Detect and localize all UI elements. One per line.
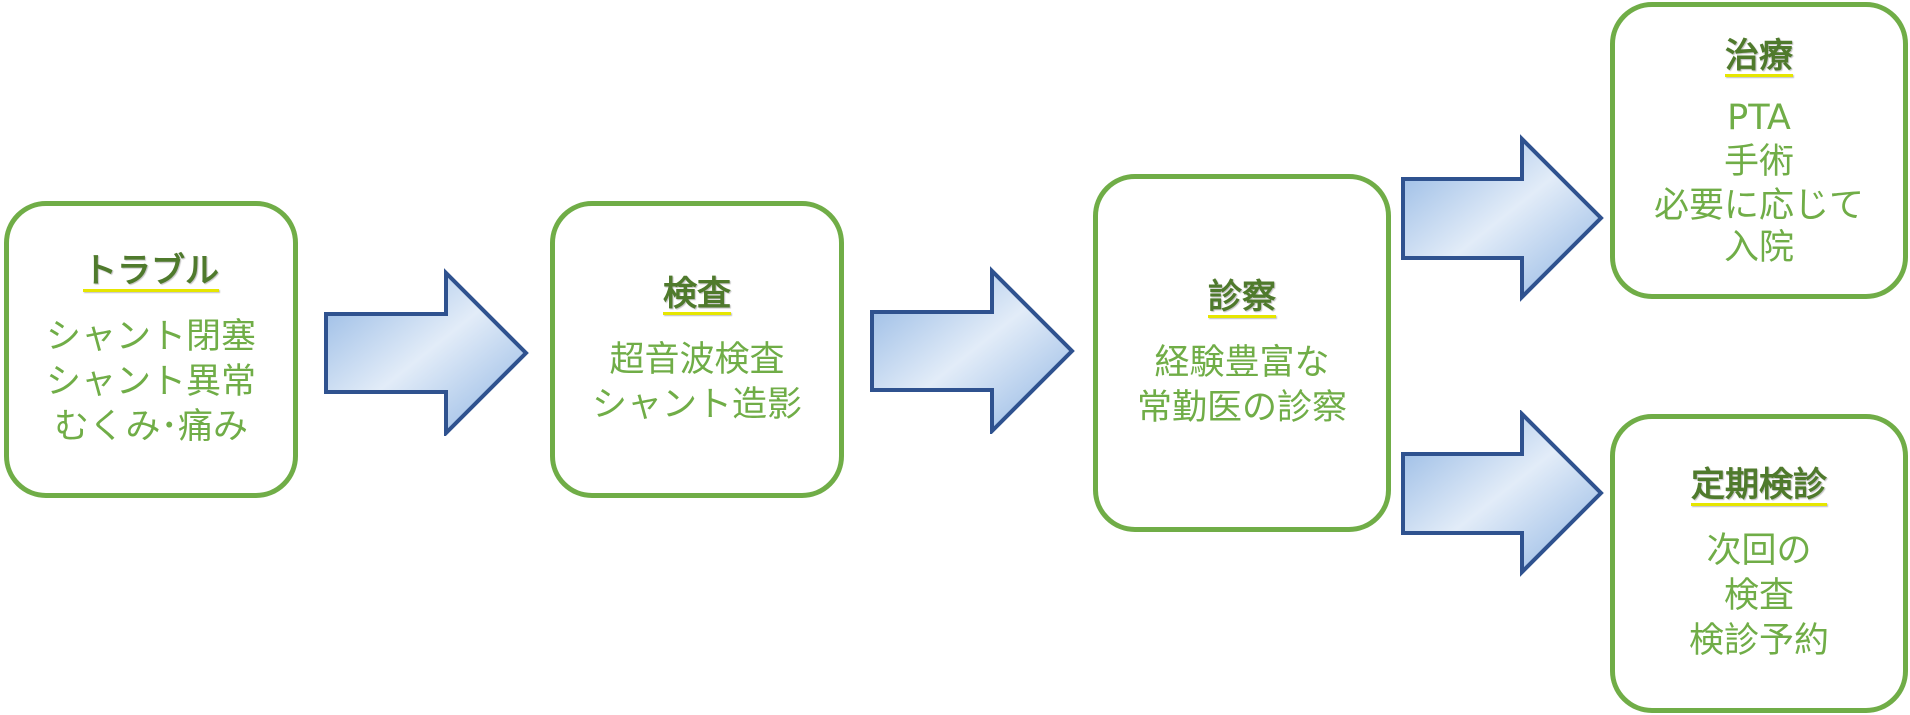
exam-box: 検査 超音波検査 シャント造影 bbox=[550, 201, 844, 498]
arrow-exam-to-consult bbox=[870, 266, 1075, 434]
consult-box: 診察 経験豊富な 常勤医の診察 bbox=[1093, 174, 1391, 532]
trouble-box: トラブル シャント閉塞 シャント異常 むくみ･痛み bbox=[4, 201, 298, 498]
trouble-line-2: シャント異常 bbox=[45, 362, 256, 402]
treatment-box: 治療 PTA 手術 必要に応じて 入院 bbox=[1610, 2, 1908, 299]
trouble-title: トラブル bbox=[83, 251, 219, 291]
checkup-line-3: 検診予約 bbox=[1688, 621, 1829, 661]
checkup-line-1: 次回の bbox=[1706, 531, 1812, 571]
consult-line-2: 常勤医の診察 bbox=[1136, 388, 1347, 428]
checkup-box: 定期検診 次回の 検査 検診予約 bbox=[1610, 414, 1908, 713]
arrow-consult-to-checkup bbox=[1401, 410, 1604, 577]
consult-title: 診察 bbox=[1208, 277, 1276, 317]
treatment-line-1: PTA bbox=[1727, 97, 1791, 138]
checkup-title: 定期検診 bbox=[1691, 465, 1827, 505]
treatment-title: 治療 bbox=[1725, 35, 1793, 76]
exam-title: 検査 bbox=[663, 273, 731, 314]
treatment-line-4: 入院 bbox=[1723, 227, 1794, 268]
consult-line-1: 経験豊富な bbox=[1154, 343, 1330, 383]
checkup-line-2: 検査 bbox=[1723, 576, 1794, 616]
trouble-line-3: むくみ･痛み bbox=[54, 407, 248, 447]
trouble-line-1: シャント閉塞 bbox=[45, 317, 256, 357]
arrow-consult-to-treatment bbox=[1401, 134, 1604, 302]
arrow-trouble-to-exam bbox=[324, 268, 529, 436]
treatment-line-3: 必要に応じて bbox=[1653, 185, 1864, 226]
exam-line-1: 超音波検査 bbox=[609, 339, 785, 380]
treatment-line-2: 手術 bbox=[1723, 141, 1794, 182]
exam-line-2: シャント造影 bbox=[591, 384, 802, 425]
